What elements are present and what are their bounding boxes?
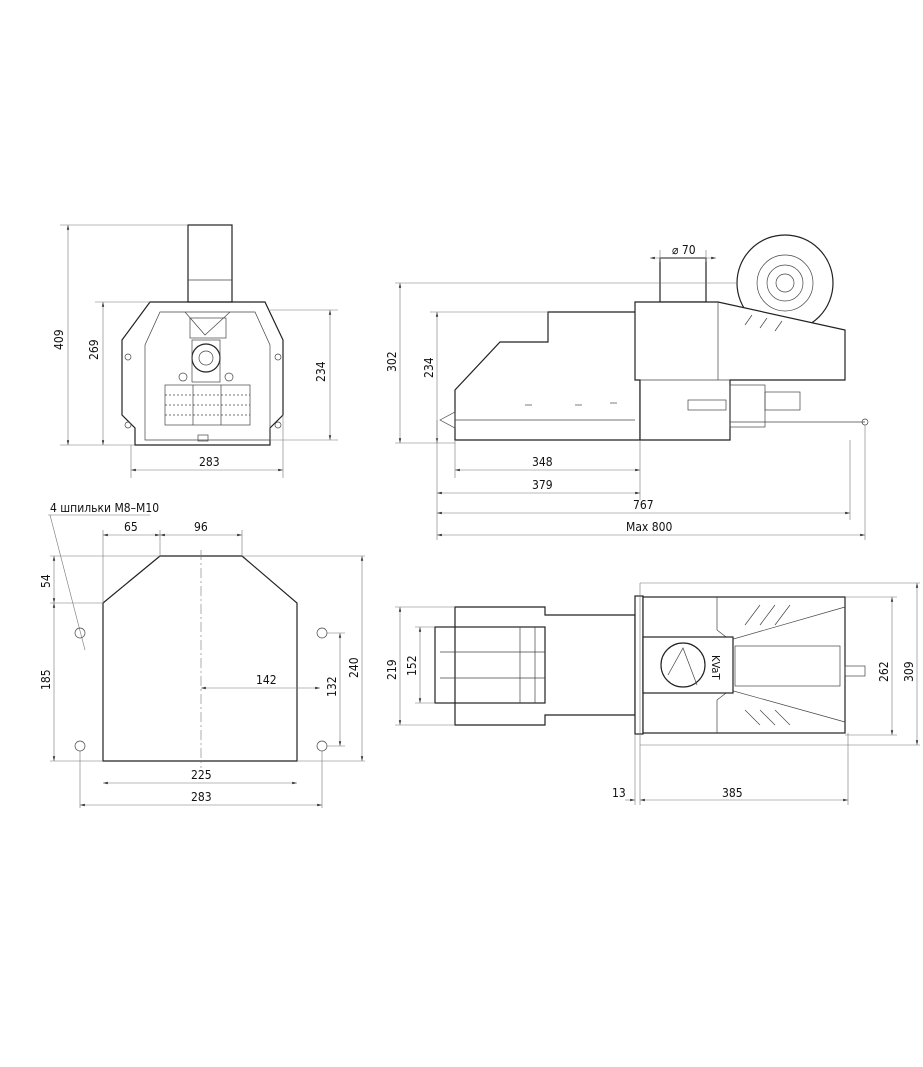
dim-152: 152 (405, 655, 419, 676)
mount-plate-view: 4 шпильки М8–М10 65 96 54 185 142 132 24… (39, 501, 365, 808)
dim-225: 225 (191, 768, 212, 782)
dim-234: 234 (314, 361, 328, 382)
side-view: ⌀ 70 302 234 348 379 767 Max 800 (385, 234, 869, 540)
dim-309: 309 (902, 661, 916, 682)
dim-65: 65 (124, 520, 138, 534)
dim-54: 54 (39, 574, 53, 588)
dim-409: 409 (52, 329, 66, 350)
dim-185: 185 (39, 669, 53, 690)
dim-142: 142 (256, 673, 277, 687)
grate (164, 384, 251, 426)
dim-302: 302 (385, 351, 399, 372)
dim-283: 283 (199, 455, 220, 469)
dim-379: 379 (532, 478, 553, 492)
dim-240: 240 (347, 657, 361, 678)
front-view: 409 269 234 283 (52, 224, 338, 478)
dim-219: 219 (385, 659, 399, 680)
dim-132: 132 (325, 676, 339, 697)
dim-348: 348 (532, 455, 553, 469)
dim-max-800: Max 800 (626, 520, 672, 534)
dim-262: 262 (877, 661, 891, 682)
dim-13: 13 (612, 786, 626, 800)
top-view: KVaT 219 152 262 309 13 385 (385, 582, 920, 805)
dim-96: 96 (194, 520, 208, 534)
logo-kvat: KVaT (709, 655, 722, 680)
dim-283-plate: 283 (191, 790, 212, 804)
dim-diameter-70: ⌀ 70 (672, 243, 696, 257)
studs-note: 4 шпильки М8–М10 (50, 501, 159, 515)
dim-767: 767 (633, 498, 654, 512)
dim-385: 385 (722, 786, 743, 800)
dim-269: 269 (87, 339, 101, 360)
dim-234-side: 234 (422, 357, 436, 378)
